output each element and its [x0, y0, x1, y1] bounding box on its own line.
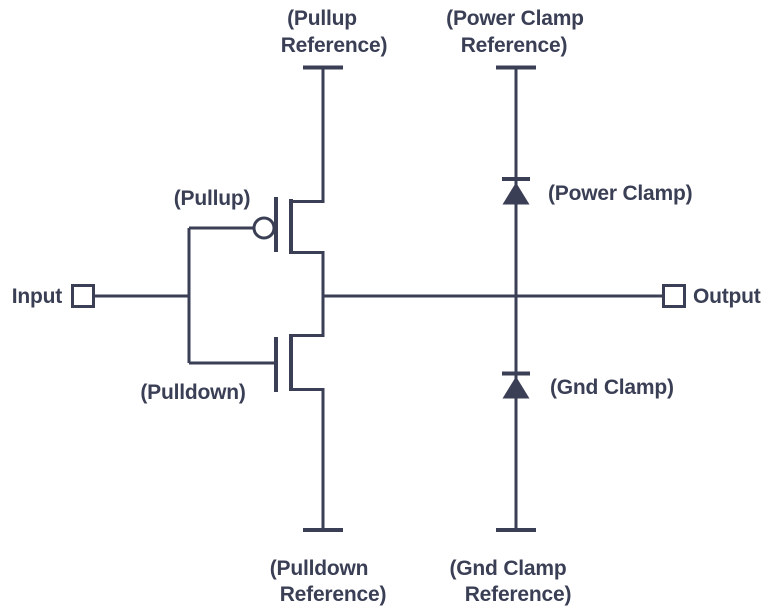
nmos-drain-wire	[291, 296, 325, 337]
gnd-clamp-label: (Gnd Clamp)	[550, 376, 674, 399]
wire-group	[71, 67, 686, 530]
power-clamp-diode-triangle	[502, 182, 530, 205]
power-clamp-reference-label-line2: Reference)	[461, 34, 568, 57]
power-clamp-reference-label-line1: (Power Clamp	[446, 7, 584, 30]
output-terminal-square	[662, 284, 686, 308]
nmos-source-wire	[291, 388, 325, 530]
gnd-clamp-reference-label-line1: (Gnd Clamp	[450, 557, 567, 580]
diode-group	[502, 182, 530, 399]
input-label: Input	[12, 285, 63, 308]
pullup-reference-label-line1: (Pullup	[287, 7, 357, 30]
pullup-label: (Pullup)	[174, 187, 251, 210]
pulldown-reference-label-line2: Reference)	[280, 583, 387, 606]
pulldown-reference-label-line1: (Pulldown	[270, 557, 369, 580]
power-clamp-label: (Power Clamp)	[548, 182, 692, 205]
gnd-clamp-diode-triangle	[502, 376, 530, 399]
pmos-source-wire	[291, 67, 325, 203]
bar-group	[274, 65, 536, 532]
pmos-inversion-bubble	[252, 216, 276, 240]
gnd-clamp-reference-label-line2: Reference)	[465, 583, 572, 606]
input-terminal-square	[71, 284, 95, 308]
label-group: (Pullup Reference) (Power Clamp Referenc…	[12, 7, 761, 606]
pulldown-label: (Pulldown)	[140, 381, 245, 404]
pullup-reference-label-line2: Reference)	[281, 34, 388, 57]
output-label: Output	[693, 285, 761, 308]
pmos-drain-wire	[291, 251, 325, 296]
